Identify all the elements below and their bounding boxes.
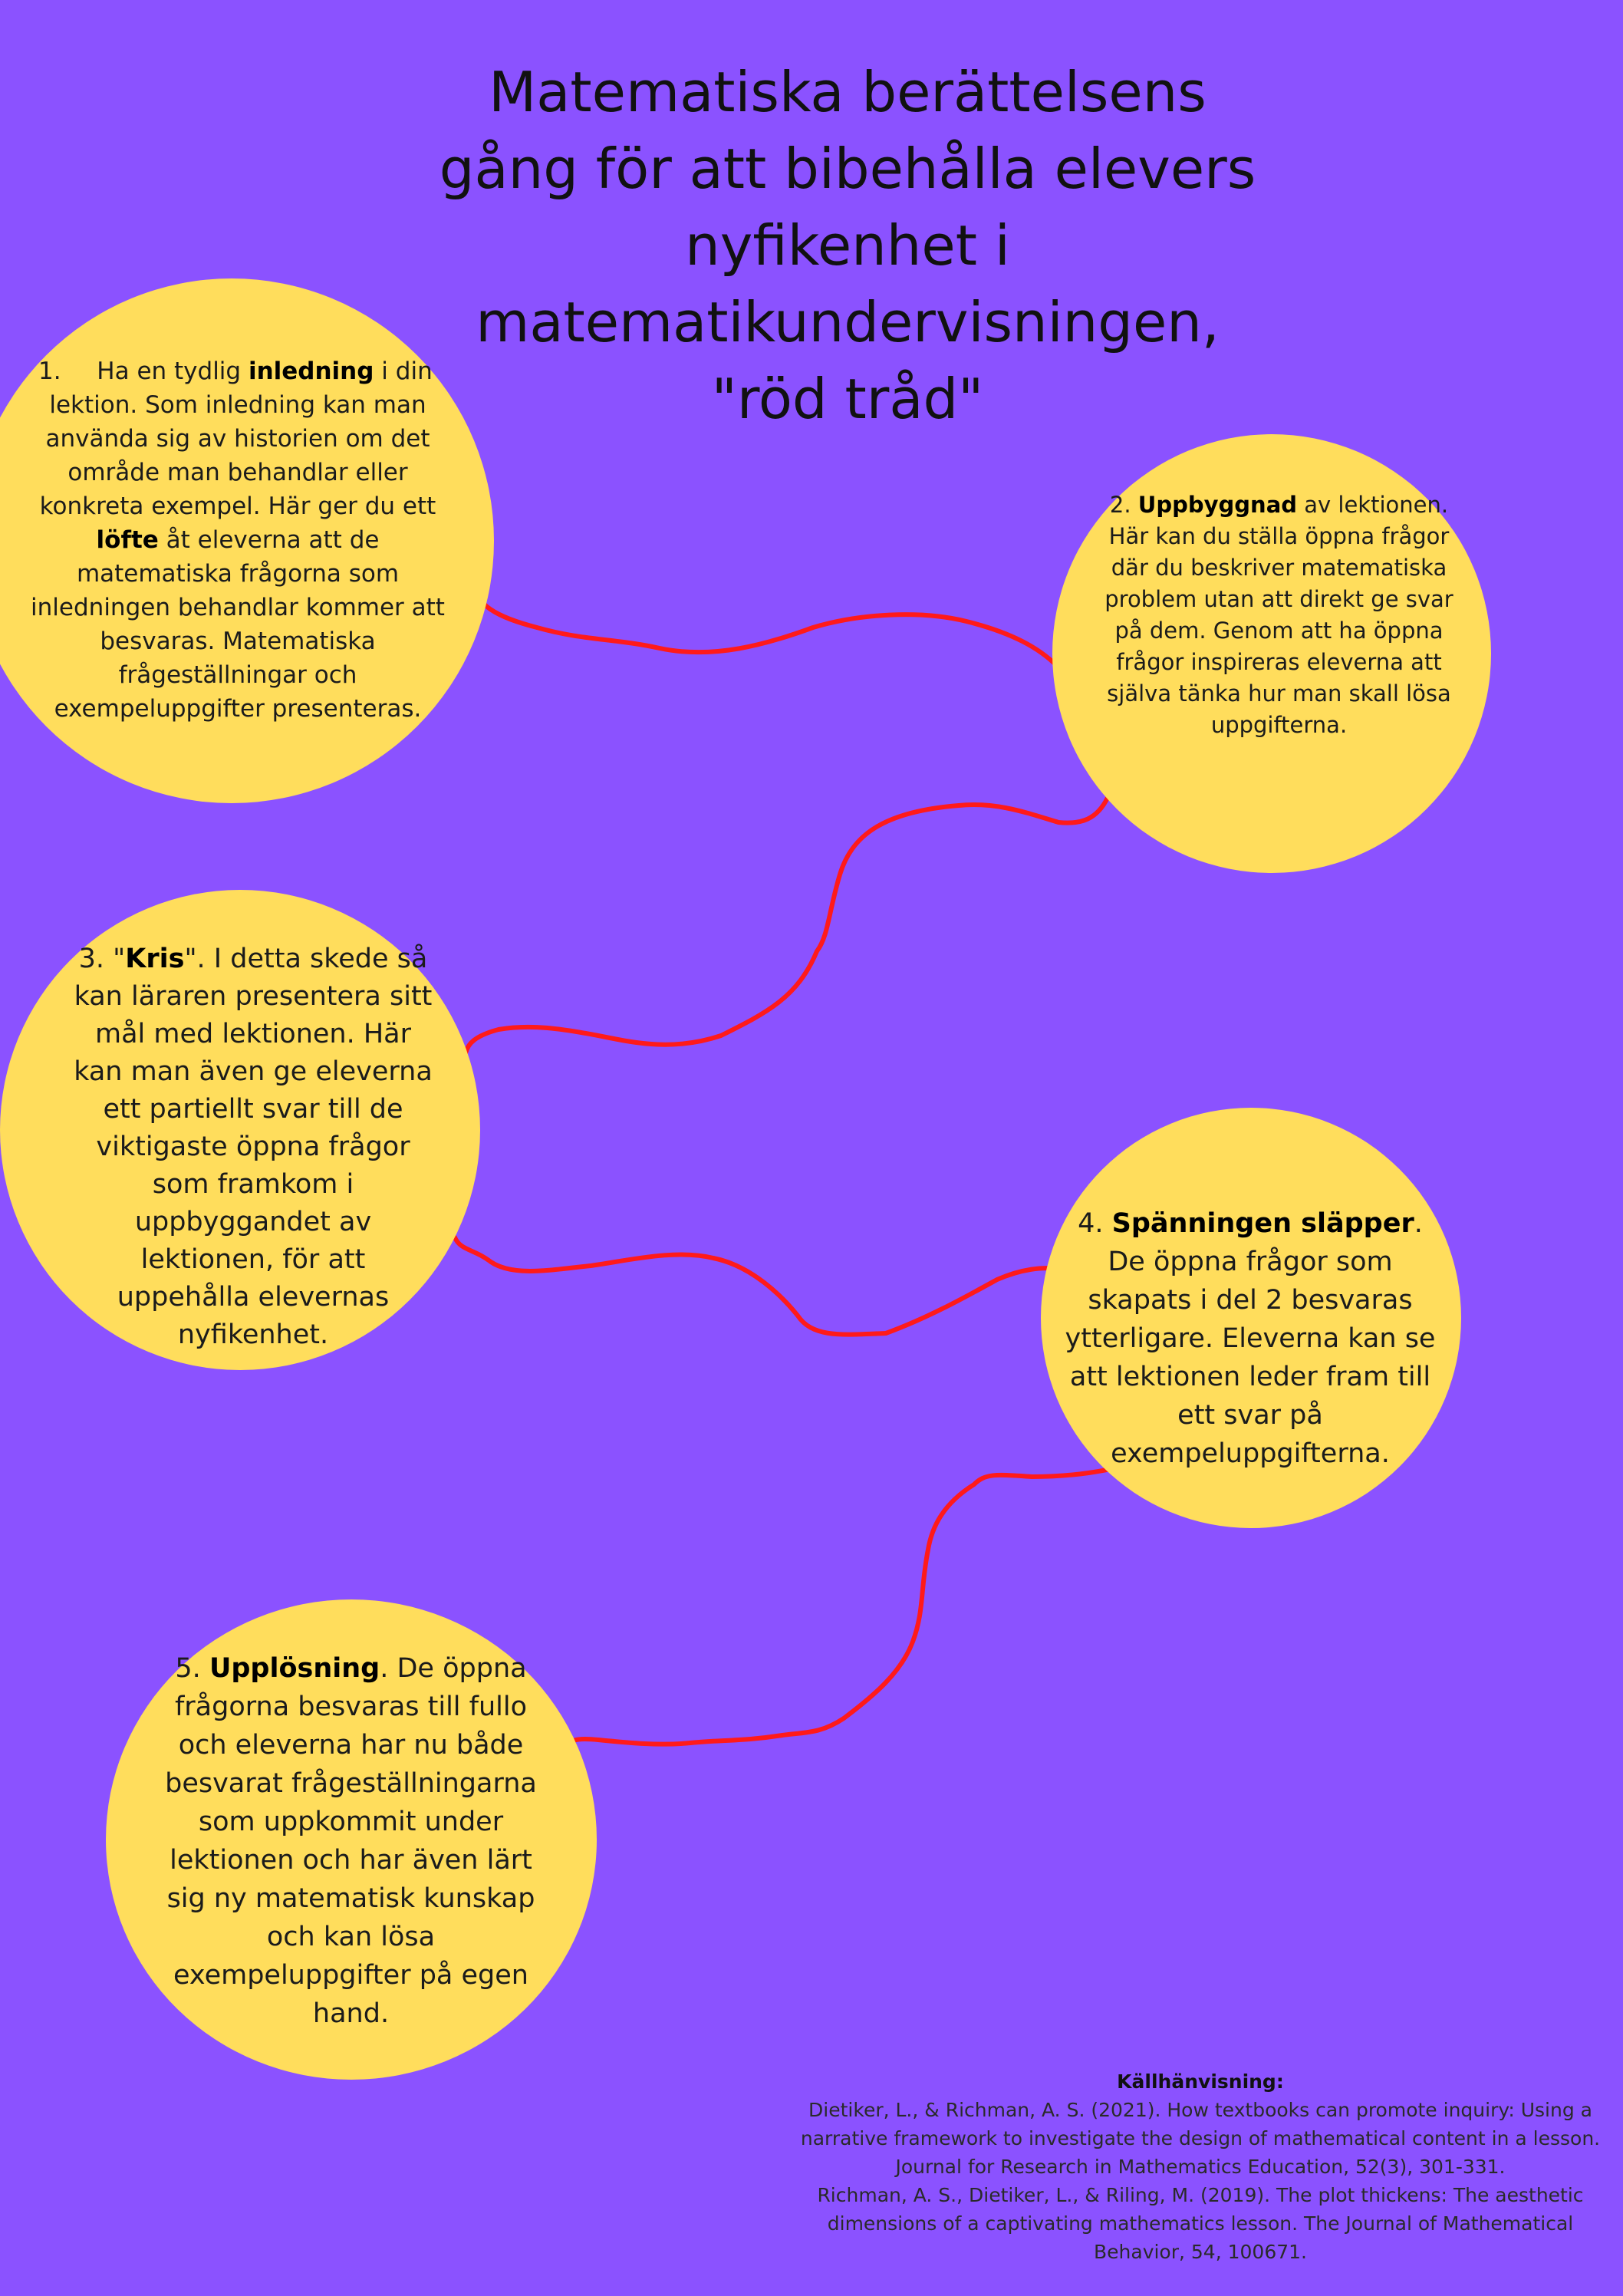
step-5-text: 5. Upplösning. De öppna frågorna besvara…	[165, 1649, 537, 2033]
step-4-keyword: Spänningen släpper	[1111, 1208, 1414, 1239]
step-1-keyword-2: löfte	[96, 526, 159, 554]
step-3-text: 3. "Kris". I detta skede så kan läraren …	[73, 940, 433, 1354]
step-2-text: 2. Uppbyggnad av lektionen. Här kan du s…	[1104, 489, 1453, 741]
step-1-circle	[0, 278, 494, 803]
step-2-number: 2.	[1109, 492, 1138, 518]
connector-1-2	[468, 575, 1059, 668]
step-5-circle	[106, 1599, 597, 2080]
step-1-post: åt eleverna att de matematiska frågorna …	[31, 526, 445, 723]
step-5-post: . De öppna frågorna besvaras till fullo …	[165, 1653, 537, 2029]
step-4-post: . De öppna frågor som skapats i del 2 be…	[1065, 1208, 1436, 1469]
references-heading: Källhänvisning:	[1117, 2070, 1284, 2093]
step-1-keyword: inledning	[248, 357, 374, 385]
poster-title: Matematiska berättelsens gång för att bi…	[439, 60, 1256, 431]
step-4-number: 4.	[1078, 1208, 1112, 1239]
step-2-keyword: Uppbyggnad	[1137, 492, 1298, 518]
reference-item: Dietiker, L., & Richman, A. S. (2021). H…	[800, 2099, 1601, 2178]
step-3-keyword: Kris	[125, 944, 185, 974]
reference-item: Richman, A. S., Dietiker, L., & Riling, …	[817, 2184, 1584, 2263]
step-4-circle	[1041, 1108, 1461, 1528]
step-4-text: 4. Spänningen släpper. De öppna frågor s…	[1062, 1204, 1438, 1473]
step-1-number: 1.	[38, 357, 61, 385]
step-5-number: 5.	[175, 1653, 209, 1684]
step-5-keyword: Upplösning	[209, 1653, 380, 1684]
step-2-post: av lektionen. Här kan du ställa öppna fr…	[1104, 492, 1453, 738]
connector-4-5	[564, 1461, 1140, 1748]
step-1-pre: Ha en tydlig	[97, 357, 249, 385]
connector-2-3	[463, 796, 1110, 1056]
step-3-number: 3. "	[78, 944, 126, 974]
references: Källhänvisning: Dietiker, L., & Richman,…	[790, 2067, 1611, 2266]
connector-3-4	[453, 1235, 1080, 1337]
step-3-post: ". I detta skede så kan läraren presente…	[74, 944, 433, 1350]
step-1-text: Ha en tydlig inledning i din lektion. So…	[31, 354, 445, 726]
step-1-mid: i din lektion. Som inledning kan man anv…	[39, 357, 436, 520]
step-3-circle	[0, 890, 480, 1370]
step-2-circle	[1052, 434, 1491, 873]
